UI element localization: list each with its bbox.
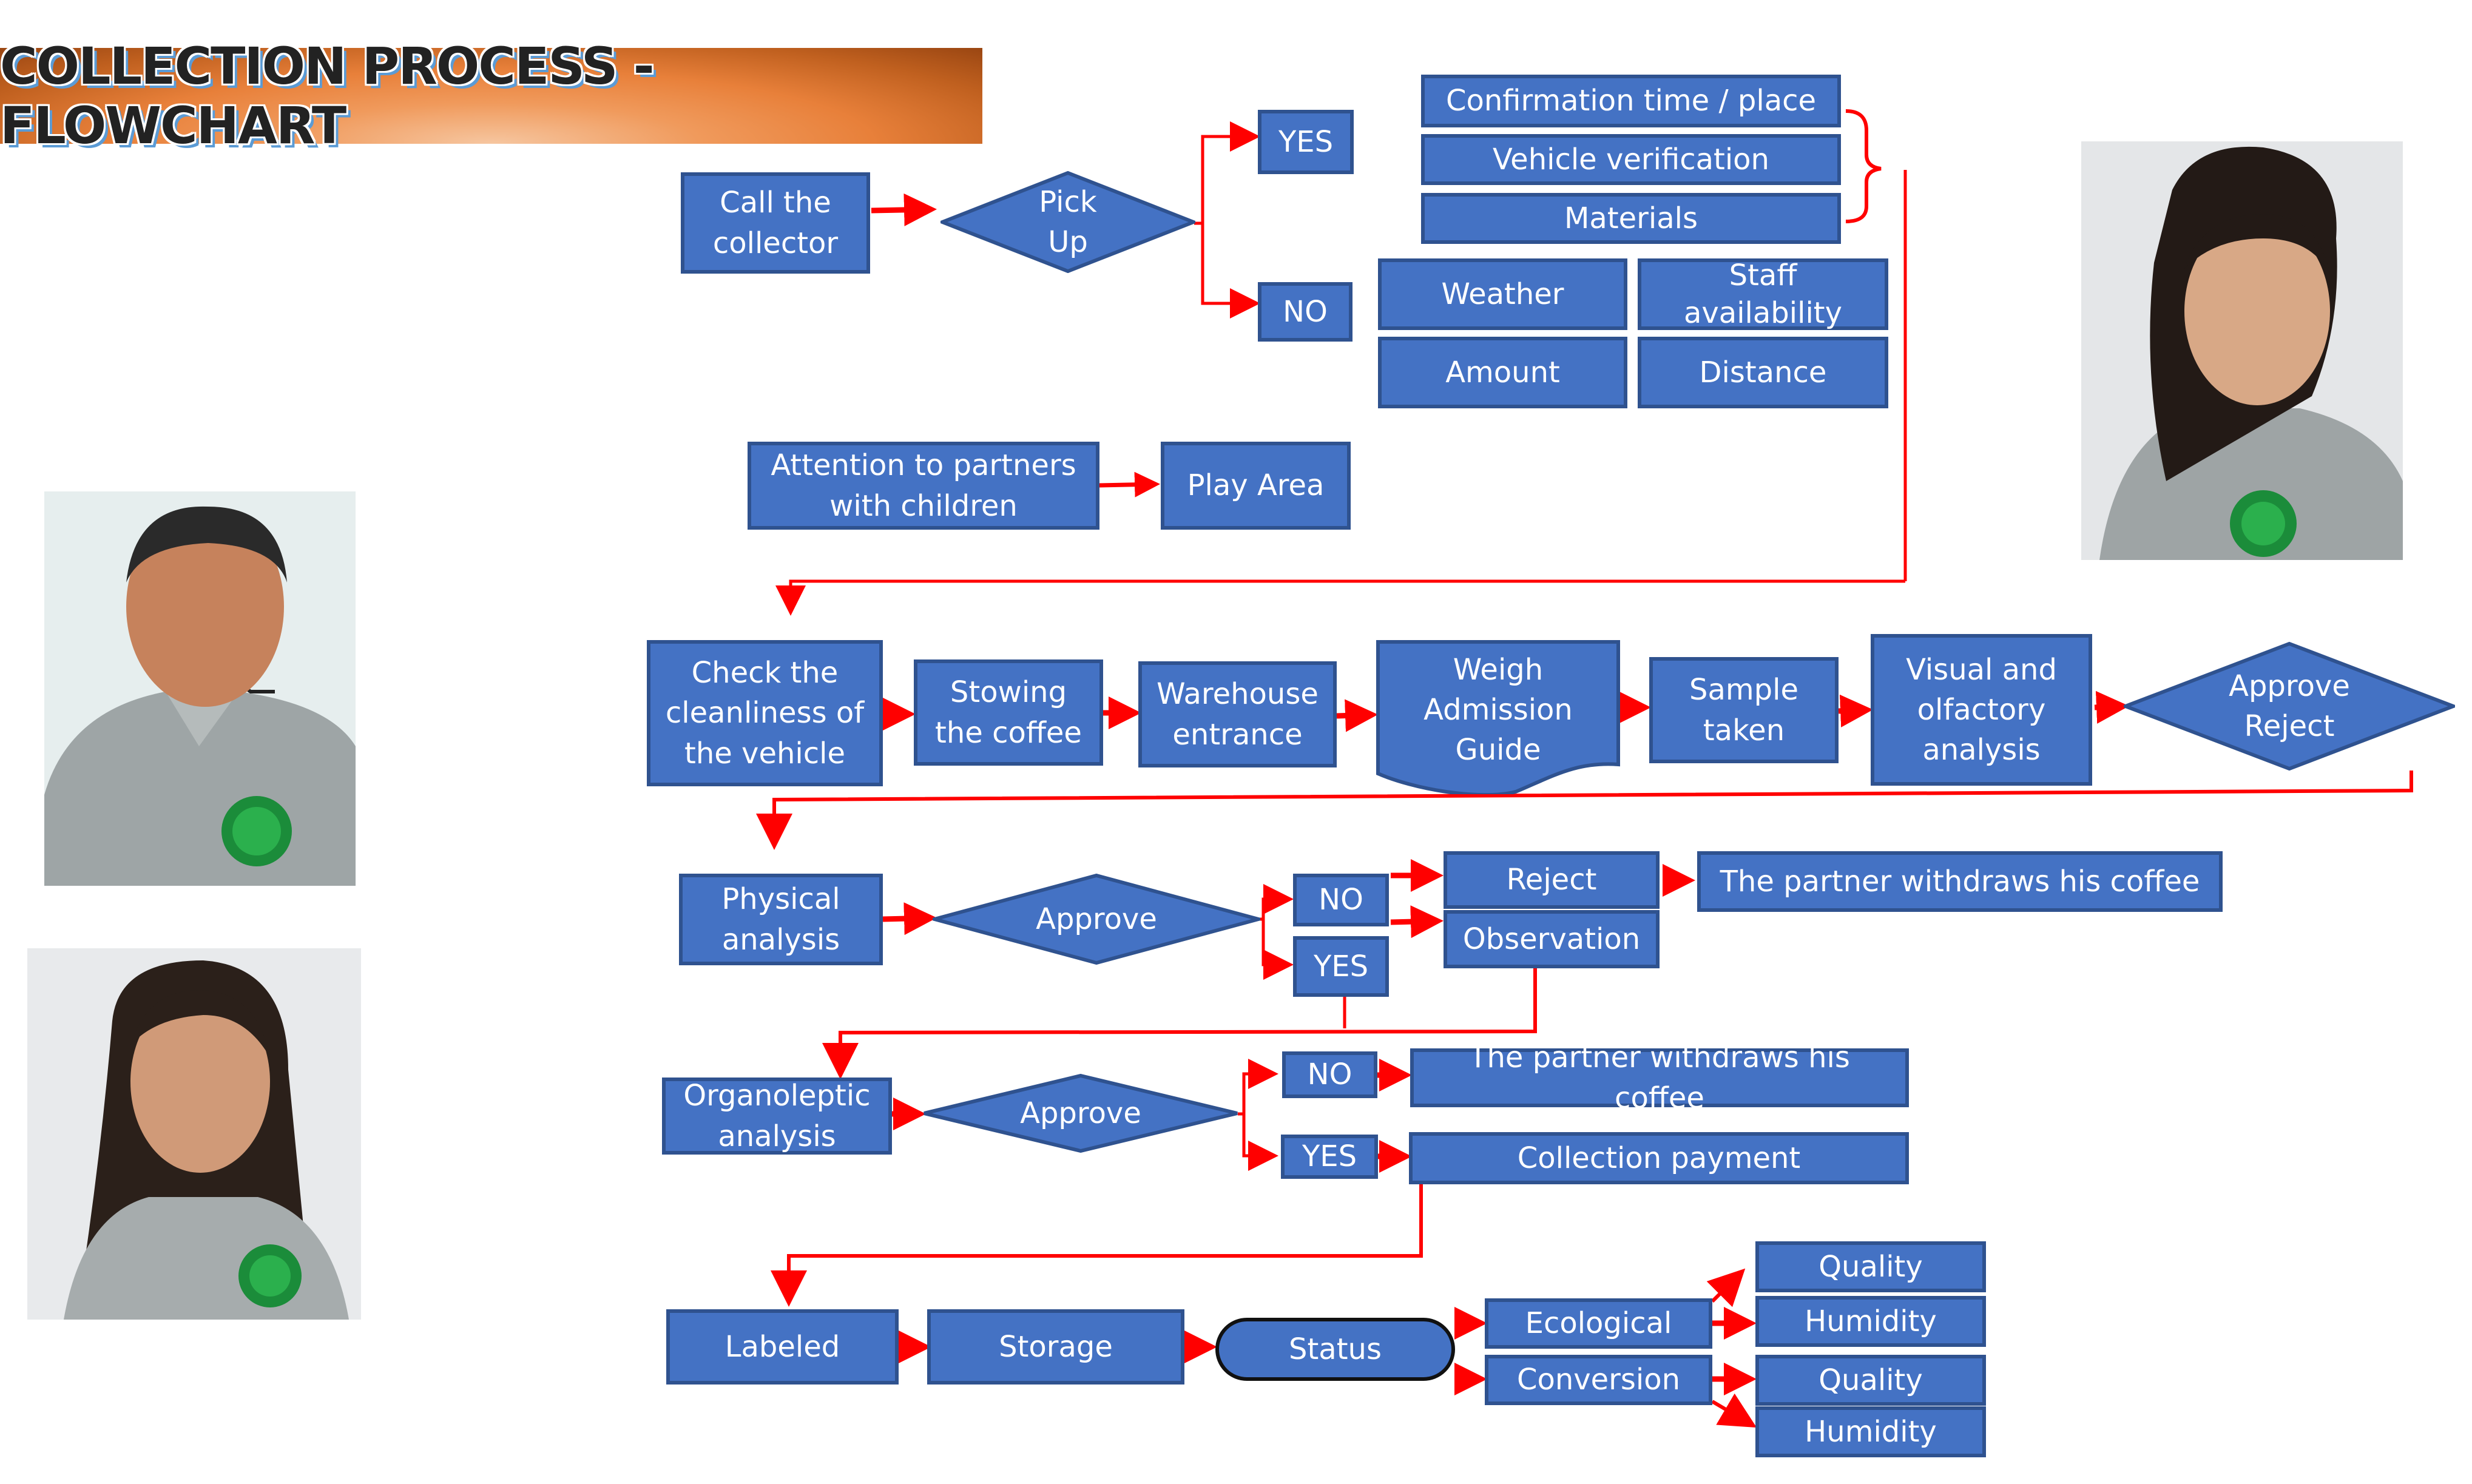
portrait-illustration (64, 960, 349, 1320)
arrow-physical-to-approve (882, 902, 937, 936)
arrow-conv-to-humidity (1711, 1393, 1757, 1428)
branch-physical-no[interactable]: NO (1293, 874, 1389, 926)
yes-item-materials[interactable]: Materials (1421, 193, 1841, 244)
branch-physical-yes[interactable]: YES (1293, 936, 1389, 997)
step-physical-analysis[interactable]: Physical analysis (679, 874, 883, 965)
arrow-approve-to-yes (1261, 919, 1294, 980)
step-weigh-admission-guide[interactable]: Weigh Admission Guide (1376, 640, 1620, 794)
weigh-admission-label: Weigh Admission Guide (1423, 653, 1573, 767)
arrow-to-check-vehicle (775, 579, 1905, 616)
decision-approve-reject-label: Approve Reject (2229, 669, 2350, 743)
yes-item-confirmation[interactable]: Confirmation time / place (1421, 75, 1841, 127)
status-ecological[interactable]: Ecological (1485, 1298, 1712, 1349)
arrow-approve2-to-no (1238, 1059, 1278, 1116)
arrow-no-to-observation (1390, 905, 1444, 939)
decision-approve-physical[interactable]: Approve (933, 874, 1260, 965)
outcome-reject[interactable]: Reject (1444, 851, 1660, 909)
arrow-r2-5 (1838, 694, 1873, 727)
arrow-pickup-to-no (1201, 223, 1260, 319)
conversion-quality[interactable]: Quality (1755, 1355, 1986, 1406)
step-sample-taken[interactable]: Sample taken (1649, 657, 1839, 763)
decision-pick-up[interactable]: Pick Up (941, 171, 1195, 273)
diamond-shape (941, 171, 1195, 273)
arrow-eco-to-quality (1706, 1268, 1746, 1307)
step-call-collector[interactable]: Call the collector (681, 172, 870, 274)
arrow-payment-to-labeled (771, 1183, 1423, 1307)
no-item-staff-availability[interactable]: Staff availability (1638, 258, 1888, 330)
step-visual-olfactory[interactable]: Visual and olfactory analysis (1871, 634, 2092, 786)
staff-photo-woman-left (27, 948, 361, 1320)
staff-photo-woman-right (2081, 141, 2403, 560)
branch-no[interactable]: NO (1258, 282, 1353, 342)
arrow-approve-to-no (1259, 884, 1294, 921)
arrow-r2-6 (2094, 690, 2129, 724)
staff-photo-man (44, 491, 356, 886)
ecological-quality[interactable]: Quality (1755, 1241, 1986, 1292)
step-play-area[interactable]: Play Area (1161, 442, 1351, 530)
step-check-vehicle[interactable]: Check the cleanliness of the vehicle (647, 640, 883, 786)
outcome-observation[interactable]: Observation (1444, 910, 1660, 968)
outcome-partner-withdraws-2[interactable]: The partner withdraws his coffee (1410, 1040, 1909, 1115)
arrow-attention-to-play (1098, 471, 1160, 497)
step-attention-partners[interactable]: Attention to partners with children (748, 442, 1099, 530)
step-storage[interactable]: Storage (927, 1309, 1184, 1385)
no-item-weather[interactable]: Weather (1378, 258, 1627, 330)
no-item-distance[interactable]: Distance (1638, 337, 1888, 408)
diamond-shape (2124, 642, 2455, 771)
decision-approve-reject[interactable]: Approve Reject (2124, 642, 2455, 771)
outcome-partner-withdraws[interactable]: The partner withdraws his coffee (1697, 851, 2223, 912)
arrow-pickup-to-yes (1194, 121, 1260, 225)
step-labeled[interactable]: Labeled (666, 1309, 899, 1385)
step-stowing-coffee[interactable]: Stowing the coffee (914, 659, 1103, 766)
no-item-amount[interactable]: Amount (1378, 337, 1627, 408)
title-banner: COLLECTION PROCESS - FLOWCHART (0, 36, 982, 155)
decision-pick-up-label: Pick Up (1039, 184, 1097, 259)
decision-approve-organoleptic[interactable]: Approve (922, 1074, 1239, 1153)
decision-approve-organoleptic-label: Approve (1020, 1096, 1141, 1130)
arrow-r2-3 (1336, 699, 1378, 732)
branch-yes[interactable]: YES (1258, 110, 1354, 174)
conversion-humidity[interactable]: Humidity (1755, 1406, 1986, 1457)
status-conversion[interactable]: Conversion (1485, 1355, 1712, 1405)
arrow-approve2-to-yes (1242, 1114, 1278, 1171)
branch-organoleptic-yes[interactable]: YES (1281, 1135, 1378, 1179)
ecological-humidity[interactable]: Humidity (1755, 1296, 1986, 1347)
branch-organoleptic-no[interactable]: NO (1282, 1051, 1377, 1098)
page-title: COLLECTION PROCESS - FLOWCHART (0, 36, 655, 155)
yes-item-vehicle-verification[interactable]: Vehicle verification (1421, 134, 1841, 185)
diamond-shape (933, 874, 1260, 965)
diamond-shape (924, 1074, 1238, 1153)
outcome-collection-payment[interactable]: Collection payment (1409, 1132, 1909, 1184)
decision-approve-physical-label: Approve (1036, 902, 1157, 936)
brace-yes-items (1845, 109, 1882, 223)
step-organoleptic-analysis[interactable]: Organoleptic analysis (662, 1078, 892, 1155)
step-warehouse-entrance[interactable]: Warehouse entrance (1138, 661, 1337, 767)
document-shape (1376, 640, 1620, 794)
arrow-call-to-pickup (871, 193, 937, 226)
portrait-illustration (2099, 146, 2403, 560)
step-status[interactable]: Status (1215, 1318, 1455, 1381)
portrait-illustration (44, 506, 356, 886)
